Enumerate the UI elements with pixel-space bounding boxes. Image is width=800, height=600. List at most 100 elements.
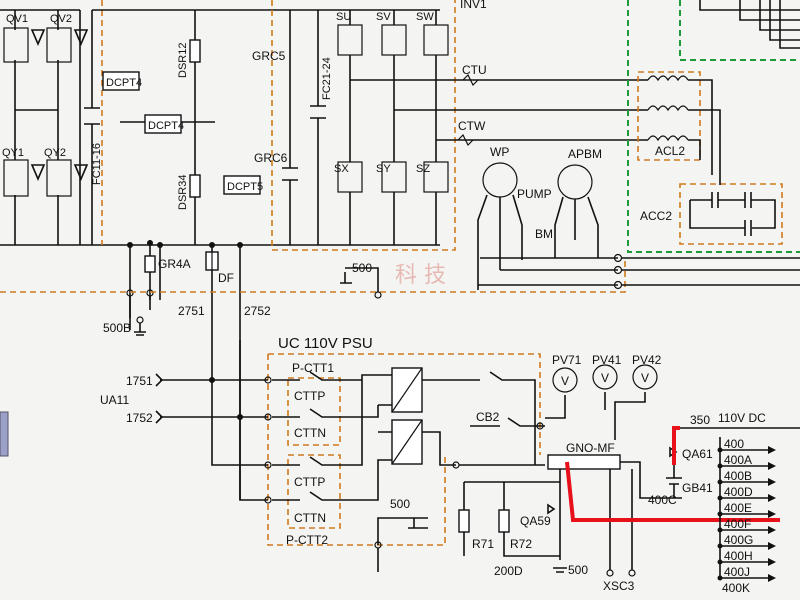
bus-junction: [717, 447, 723, 453]
bus-junction: [717, 479, 723, 485]
label-grc6: GRC6: [254, 151, 288, 165]
label-cttn2: CTTN: [294, 511, 326, 525]
label-df: DF: [218, 271, 234, 285]
bus-arrow-icon: [768, 446, 776, 454]
label-fc21: FC21-24: [321, 57, 333, 100]
label-acc2: ACC2: [640, 209, 672, 223]
label-dsr12: DSR12: [177, 43, 189, 78]
label-wp: WP: [490, 145, 509, 159]
bus-arrow-icon: [768, 558, 776, 566]
label-su: SU: [336, 11, 351, 23]
label-1751: 1751: [126, 374, 153, 388]
label-qa61: QA61: [682, 447, 713, 461]
inverter-inv1: INV1 GRC5 GRC6 FC21-24 SU SV SW SX SY SZ…: [252, 0, 640, 251]
label-sy: SY: [376, 163, 391, 175]
label-350: 350: [690, 413, 710, 427]
label-qv1: QV1: [6, 13, 28, 25]
label-grc5: GRC5: [252, 49, 286, 63]
bus-label: 400H: [724, 549, 753, 563]
label-pv42: PV42: [632, 353, 662, 367]
label-gr4a: GR4A: [158, 257, 191, 271]
label-pump: PUMP: [517, 187, 552, 201]
label-r72: R72: [510, 537, 532, 551]
dcpt4-mid: [144, 114, 182, 134]
label-fc11: FC11-16: [91, 143, 103, 185]
label-sw: SW: [416, 11, 434, 23]
label-qa59: QA59: [520, 514, 551, 528]
label-gno: GNO-MF: [566, 441, 615, 455]
label-dcpt4b: DCPT4: [148, 120, 184, 132]
label-ctu: CTU: [462, 63, 487, 77]
bus-junction: [717, 543, 723, 549]
label-ctw: CTW: [458, 119, 486, 133]
label-bm: BM: [535, 227, 553, 241]
label-cttn1: CTTN: [294, 426, 326, 440]
label-500-top: 500: [352, 261, 372, 275]
bus-label: 400A: [724, 453, 752, 467]
bus-label: 400F: [724, 517, 751, 531]
gno-mf: [547, 454, 621, 470]
bus-label: 400E: [724, 501, 752, 515]
bus-label: 400J: [724, 565, 750, 579]
bus-label: 400D: [724, 485, 753, 499]
label-110vdc: 110V DC: [718, 411, 766, 425]
pump-motors: WP APBM PUMP BM 500 科 技: [340, 145, 800, 299]
label-r71: R71: [472, 537, 494, 551]
label-500b: 500B: [103, 321, 131, 335]
label-dsr34: DSR34: [177, 175, 189, 210]
label-gb41: GB41: [682, 481, 713, 495]
label-dcpt4a: DCPT4: [106, 77, 142, 89]
label-acl2: ACL2: [655, 144, 685, 158]
watermark: 科 技: [395, 263, 446, 288]
label-qv2: QV2: [50, 13, 72, 25]
filter-acl-acc: ACL2 ACC2: [627, 0, 800, 253]
label-sz: SZ: [416, 163, 430, 175]
bus-arrow-icon: [768, 462, 776, 470]
label-cb2: CB2: [476, 410, 500, 424]
bus-arrow-icon: [768, 478, 776, 486]
label-sx: SX: [334, 163, 349, 175]
label-dcpt5: DCPT5: [227, 181, 263, 193]
label-500-bottom: 500: [568, 563, 588, 577]
label-cttp2: CTTP: [294, 475, 325, 489]
bus-label: 400K: [722, 581, 750, 595]
bus-arrow-icon: [768, 526, 776, 534]
label-sv: SV: [376, 11, 391, 23]
dcpt5: [223, 175, 261, 195]
dc-link-rails: DCPT4 DCPT4 DCPT5 DSR12 DSR34 GR4A DF 50…: [0, 9, 626, 500]
bus-junction: [717, 575, 723, 581]
label-1752: 1752: [126, 411, 153, 425]
label-v1: V: [561, 374, 569, 388]
label-v2: V: [601, 371, 609, 385]
label-ua11: UA11: [100, 393, 129, 407]
bus-junction: [717, 559, 723, 565]
bus-junction: [717, 463, 723, 469]
label-xsc3: XSC3: [603, 579, 635, 593]
bus-arrow-icon: [768, 574, 776, 582]
label-pv71: PV71: [552, 353, 582, 367]
bus-label: 400B: [724, 469, 752, 483]
psu-110v: UC 110V PSU 1751 UA11 1752 P-CTT1 P-CTT2…: [100, 335, 800, 593]
label-inv1: INV1: [460, 0, 487, 11]
bus-arrow-icon: [768, 510, 776, 518]
label-2751: 2751: [178, 304, 205, 318]
bus-junction: [717, 495, 723, 501]
bus-junction: [717, 511, 723, 517]
label-v3: V: [641, 371, 649, 385]
label-pv41: PV41: [592, 353, 622, 367]
label-pctt1: P-CTT1: [292, 361, 334, 375]
bus-arrow-icon: [768, 494, 776, 502]
label-500-mid: 500: [390, 497, 410, 511]
converter-left: QV1 QV2 QY1 QY2 FC11-16: [0, 0, 120, 246]
page-title: UC 110V PSU: [278, 335, 373, 352]
label-apbm: APBM: [568, 147, 602, 161]
label-qy2: QY2: [44, 147, 66, 159]
label-pctt2: P-CTT2: [286, 533, 328, 547]
label-2752: 2752: [244, 304, 271, 318]
label-cttp1: CTTP: [294, 389, 325, 403]
side-panel: [0, 411, 9, 457]
bus-arrow-icon: [768, 542, 776, 550]
label-200d: 200D: [494, 564, 523, 578]
